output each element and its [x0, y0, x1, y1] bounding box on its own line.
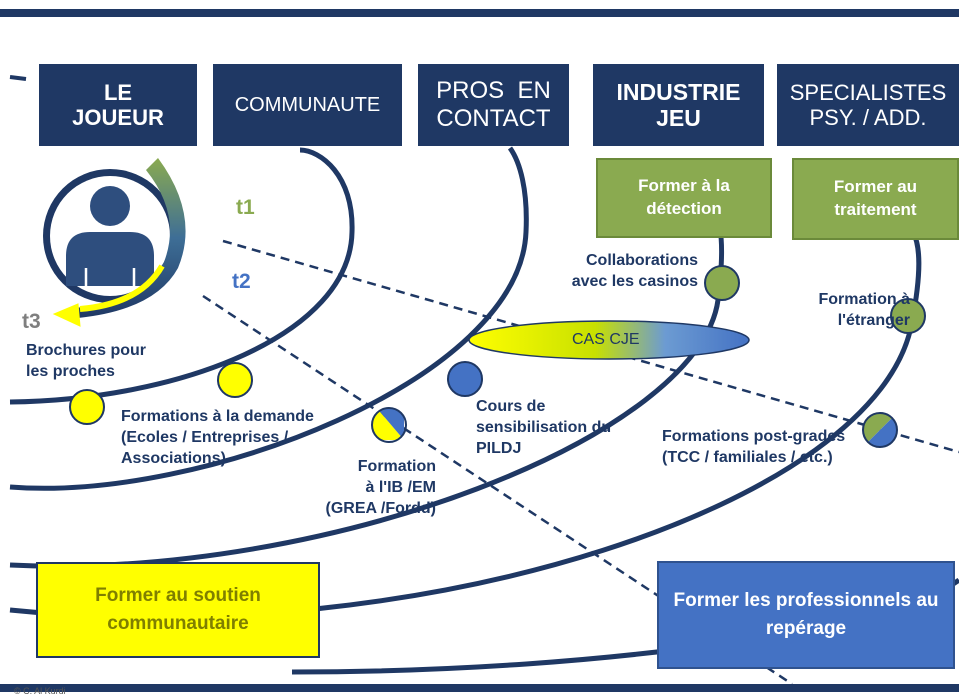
- box-former-soutien: Former au soutien communautaire: [36, 562, 320, 658]
- label-t3: t3: [22, 310, 41, 333]
- label-cas-cje: CAS CJE: [572, 331, 640, 348]
- player-head: [90, 186, 130, 226]
- header-tick: [9, 75, 27, 81]
- dot-green-etranger: [890, 298, 926, 334]
- box-former-traitement: Former au traitement: [792, 158, 959, 240]
- cas-cje-ellipse: [468, 320, 750, 360]
- top-bar: [0, 9, 959, 17]
- header-specialistes: SPECIALISTES PSY. / ADD.: [777, 64, 959, 146]
- header-joueur: LE JOUEUR: [39, 64, 197, 146]
- box-former-reperage: Former les professionnels au repérage: [657, 561, 955, 669]
- label-t1: t1: [236, 196, 255, 219]
- time-arrow: [75, 158, 186, 318]
- dot-yellow-1: [69, 389, 105, 425]
- label-formations-demande: Formations à la demande (Ecoles / Entrep…: [121, 408, 314, 467]
- label-brochures: Brochures pour les proches: [26, 342, 147, 380]
- arc-pros: [9, 211, 725, 569]
- label-cours-sensibilisation: Cours de sensibilisation du PILDJ: [476, 398, 612, 457]
- label-formation-ib: Formation à l'IB /EM (GREA /Fordd): [325, 458, 437, 517]
- label-post-grades: Formations post-grades (TCC / familiales…: [662, 428, 846, 466]
- header-communaute: COMMUNAUTE: [213, 64, 402, 146]
- dot-yellow-2: [217, 362, 253, 398]
- arc-communaute: [9, 146, 529, 491]
- label-etranger: Formation à l'étranger: [818, 291, 910, 329]
- label-t2: t2: [232, 270, 251, 293]
- dot-split-ib: [371, 407, 407, 443]
- credit-text: © C. Al Kurdi: [14, 686, 66, 696]
- dot-green-casinos: [704, 265, 740, 301]
- player-body: [66, 232, 154, 286]
- arc-joueur: [9, 147, 355, 405]
- header-pros: PROS EN CONTACT: [418, 64, 569, 146]
- dot-blue-pildj: [447, 361, 483, 397]
- time-arrow-head: [52, 303, 81, 327]
- label-collaborations: Collaborations avec les casinos: [571, 252, 698, 290]
- bottom-bar: [0, 684, 959, 692]
- dot-split-postgrades: [862, 412, 898, 448]
- box-former-detection: Former à la détection: [596, 158, 772, 238]
- header-industrie: INDUSTRIE JEU: [593, 64, 764, 146]
